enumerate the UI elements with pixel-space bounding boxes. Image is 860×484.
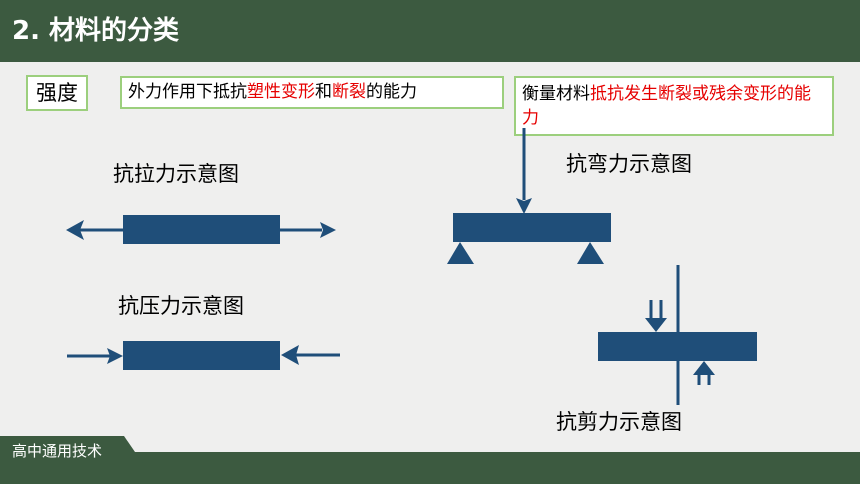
bending-down-arrowhead-icon <box>516 198 532 214</box>
definition-1-text-a: 外力作用下抵抗 <box>128 82 247 102</box>
compression-diagram-label: 抗压力示意图 <box>118 294 244 318</box>
tension-diagram-label: 抗拉力示意图 <box>113 162 239 186</box>
definition-2-highlight: 抵抗发生断裂或残余变形的能力 <box>522 84 811 128</box>
compression-bar <box>123 341 280 370</box>
definition-box-2: 衡量材料抵抗发生断裂或残余变形的能力 <box>514 76 834 136</box>
shear-diagram <box>598 265 757 405</box>
page-title: 2. 材料的分类 <box>12 16 180 46</box>
bending-diagram <box>447 128 611 264</box>
header-bar <box>0 0 860 62</box>
bending-beam <box>453 213 611 242</box>
compression-diagram <box>67 341 340 370</box>
term-label: 强度 <box>36 81 78 105</box>
tension-right-arrowhead-icon <box>320 222 336 238</box>
tension-bar <box>123 215 280 244</box>
footer-bar <box>0 452 860 484</box>
definition-1-highlight-fracture: 断裂 <box>332 82 366 102</box>
footer-label: 高中通用技术 <box>12 442 103 460</box>
tension-left-arrowhead-icon <box>66 220 84 240</box>
definition-1-highlight-plastic: 塑性变形 <box>247 82 315 102</box>
bending-diagram-label: 抗弯力示意图 <box>566 152 692 176</box>
shear-up-arrowhead-icon <box>693 361 715 375</box>
term-box: 强度 <box>26 75 88 111</box>
definition-box-1: 外力作用下抵抗塑性变形和断裂的能力 <box>120 76 504 109</box>
definition-2-text: 衡量材料 <box>522 84 590 104</box>
shear-down-arrowhead-icon <box>645 318 667 332</box>
bending-right-support-icon <box>577 242 604 264</box>
tension-diagram <box>66 215 336 244</box>
compression-right-arrowhead-icon <box>281 345 299 365</box>
definition-1-text-b: 的能力 <box>366 82 417 102</box>
shear-diagram-label: 抗剪力示意图 <box>556 410 682 434</box>
compression-left-arrowhead-icon <box>107 348 123 364</box>
footer-tab <box>0 436 146 468</box>
definition-1-text-and: 和 <box>315 82 332 102</box>
bending-left-support-icon <box>447 242 474 264</box>
